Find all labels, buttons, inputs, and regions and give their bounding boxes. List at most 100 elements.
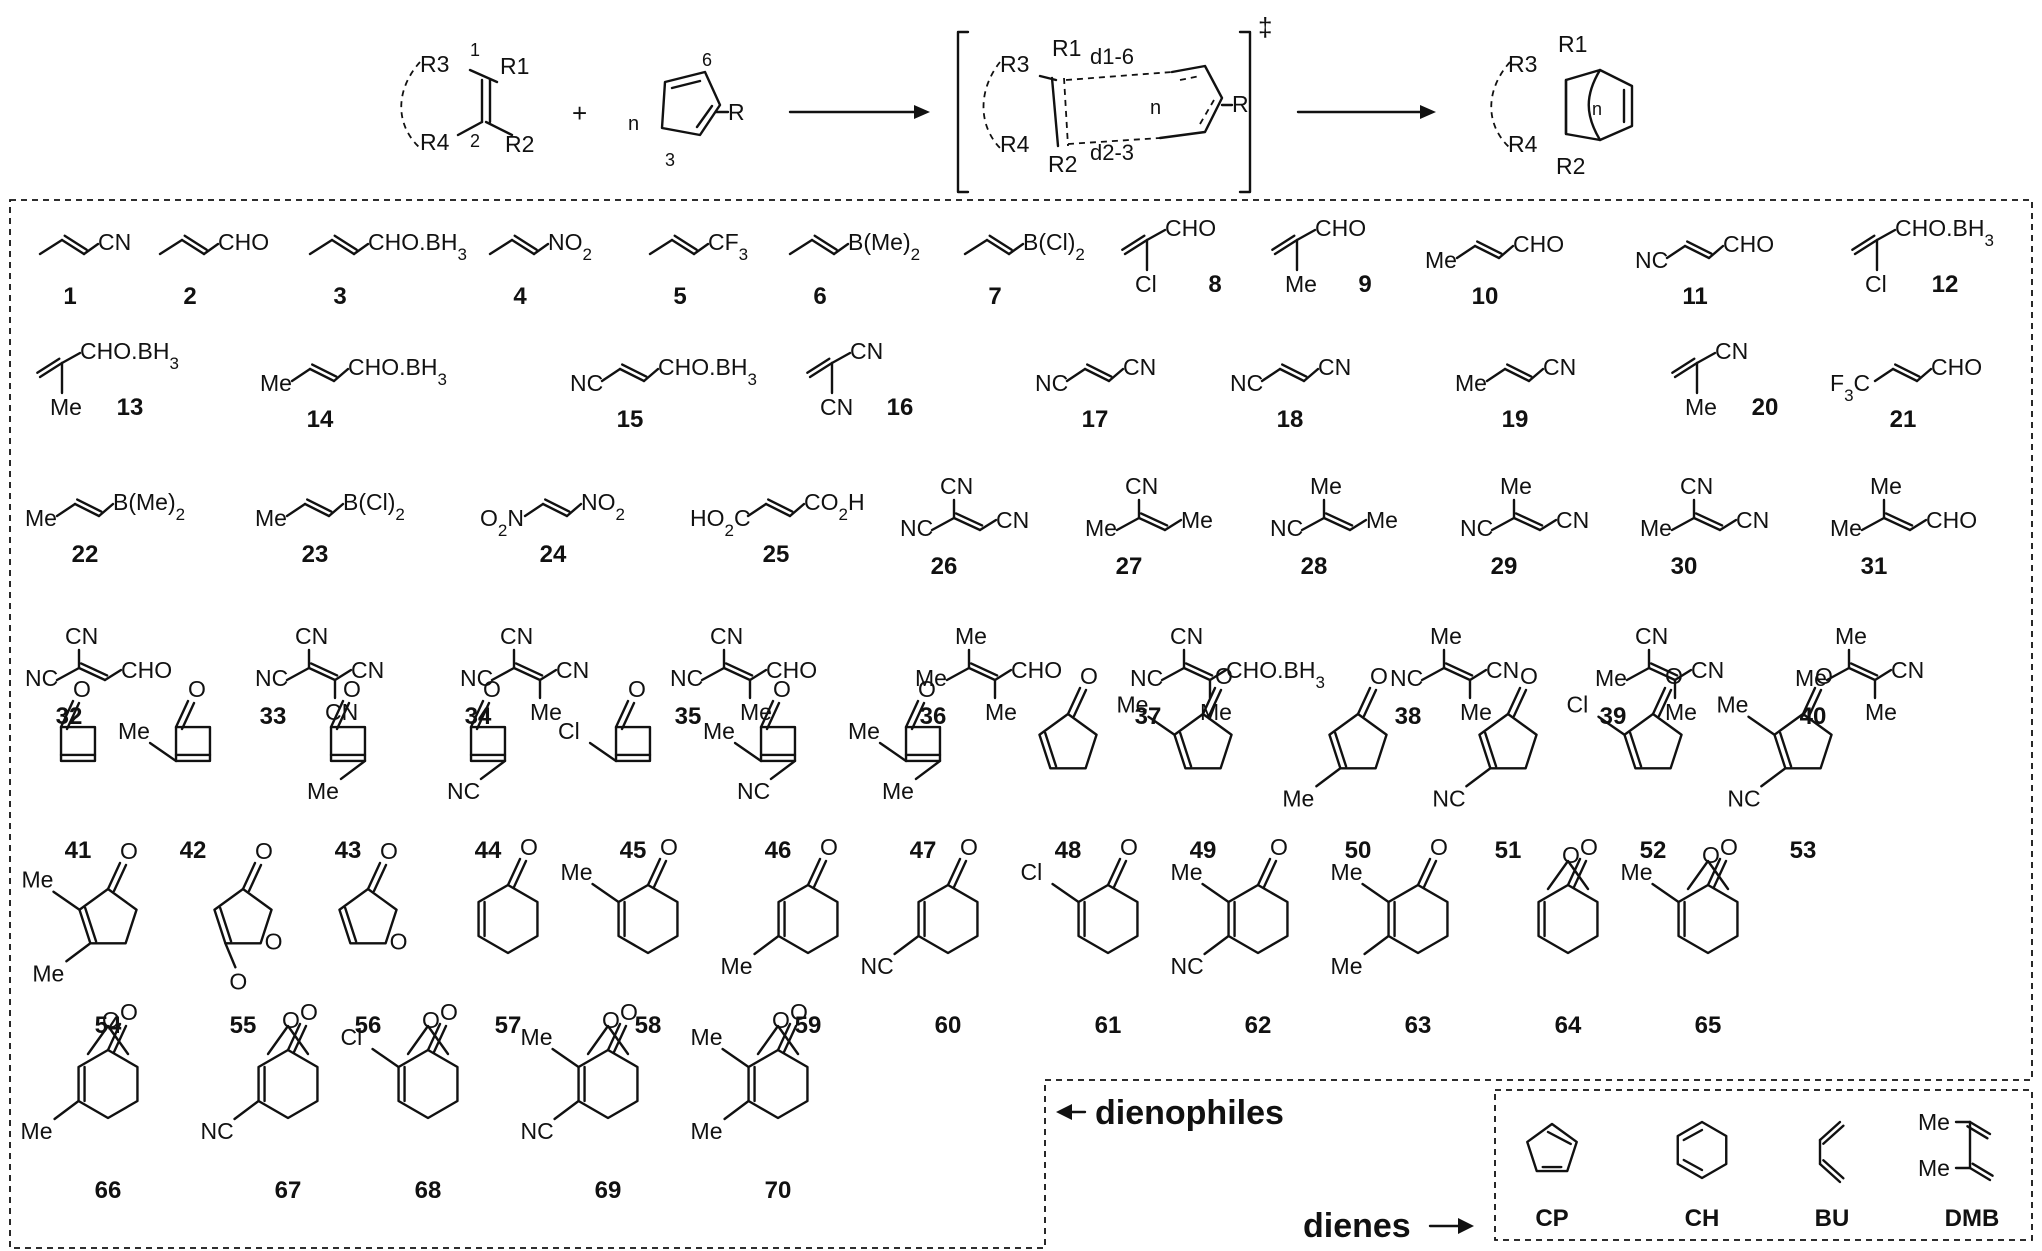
ts-label-r1: R1	[1052, 35, 1081, 61]
substituent-beta-67: NC	[201, 1118, 234, 1144]
substituent-top-29: Me	[1500, 473, 1532, 499]
oxygen-label-61: O	[1120, 834, 1138, 860]
dienophile-23: MeB(Cl)223	[255, 489, 405, 568]
dienophile-29: NC CN Me 29	[1460, 473, 1589, 580]
substituent-beta-66: Me	[21, 1118, 53, 1144]
diene-box	[1494, 1089, 2033, 1241]
substituent-left-29: NC	[1460, 515, 1493, 541]
product-label-r4: R4	[1508, 131, 1538, 157]
substituent-top-40: Me	[1835, 623, 1867, 649]
gem-substituent-8: Cl	[1135, 271, 1157, 297]
ts-label-r4: R4	[1000, 131, 1030, 157]
label-r1: R1	[500, 53, 529, 79]
compound-number-64: 64	[1555, 1012, 1582, 1039]
substituent-left-17: NC	[1035, 370, 1068, 396]
compound-number-47: 47	[910, 837, 937, 864]
product-label-r1: R1	[1558, 31, 1587, 57]
substituent-beta-63: Me	[1331, 953, 1363, 979]
substituent-bottom-35: Me	[740, 699, 772, 725]
substituent-left-31: Me	[1830, 515, 1862, 541]
compound-number-3: 3	[333, 283, 346, 310]
substituent-left-10: Me	[1425, 247, 1457, 273]
gem-substituent-12: Cl	[1865, 271, 1887, 297]
substituent-left-34: NC	[460, 665, 493, 691]
bridge-oxygen-67: O	[282, 1007, 300, 1033]
substituent-beta-43: Me	[307, 778, 339, 804]
ts-label-r: R	[1232, 91, 1249, 117]
dienophile-grid: CN1CHO2CHO.BH33NO24CF35B(Me)26B(Cl)27CHO…	[21, 215, 1994, 1204]
compound-number-15: 15	[617, 406, 644, 433]
substituent-top-34: CN	[500, 623, 533, 649]
ts-label-n: n	[1150, 97, 1161, 119]
compound-number-29: 29	[1491, 553, 1518, 580]
substituent-left-37: NC	[1130, 665, 1163, 691]
compound-number-22: 22	[72, 541, 99, 568]
compound-number-18: 18	[1277, 406, 1304, 433]
substituent-17: CN	[1123, 354, 1156, 380]
substituent-26: CN	[996, 507, 1029, 533]
label-r2: R2	[505, 131, 534, 157]
ts-label-r2: R2	[1048, 151, 1077, 177]
compound-number-33: 33	[260, 703, 287, 730]
compound-number-11: 11	[1682, 283, 1707, 310]
diene-label-DMB: DMB	[1945, 1205, 2000, 1232]
compound-number-19: 19	[1502, 406, 1529, 433]
substituent-left-40: Me	[1795, 665, 1827, 691]
substituent-left-22: Me	[25, 505, 57, 531]
bridge-oxygen-65: O	[1702, 842, 1720, 868]
substituent-23: B(Cl)2	[343, 489, 405, 524]
substituent-left-15: NC	[570, 370, 603, 396]
oxygen-label-56: O	[380, 838, 398, 864]
compound-number-42: 42	[180, 837, 207, 864]
oxygen-label-64: O	[1580, 834, 1598, 860]
substituent-beta-53: NC	[1727, 785, 1760, 811]
oxygen-label-49: O	[1215, 663, 1233, 689]
compound-number-49: 49	[1190, 837, 1217, 864]
oxygen-label-54: O	[120, 838, 138, 864]
bridge-oxygen-68: O	[422, 1007, 440, 1033]
substituent-beta-59: Me	[721, 953, 753, 979]
compound-number-26: 26	[931, 553, 958, 580]
substituent-29: CN	[1556, 507, 1589, 533]
substituent-22: B(Me)2	[113, 489, 185, 524]
compound-number-63: 63	[1405, 1012, 1432, 1039]
substituent-alpha-45: Cl	[558, 718, 580, 744]
substituent-19: CN	[1543, 354, 1576, 380]
oxygen-label-55: O	[255, 838, 273, 864]
label-c1: 1	[470, 40, 480, 60]
oxygen-label-47: O	[918, 676, 936, 702]
gem-substituent-20: Me	[1685, 394, 1717, 420]
diene-label-CH: CH	[1685, 1205, 1720, 1232]
substituent-left-27: Me	[1085, 515, 1117, 541]
substituent-left-33: NC	[255, 665, 288, 691]
oxygen-label-69: O	[620, 999, 638, 1025]
compound-number-57: 57	[495, 1012, 522, 1039]
substituent-32: CHO	[121, 657, 172, 683]
substituent-8: CHO	[1165, 215, 1216, 241]
substituent-left-39: Me	[1595, 665, 1627, 691]
reaction-scheme: R3 1 R1 2 R4 R2 + 6 3 n R	[400, 12, 1634, 194]
substituent-left-25: HO2C	[690, 505, 751, 540]
oxygen-label-53: O	[1815, 663, 1833, 689]
